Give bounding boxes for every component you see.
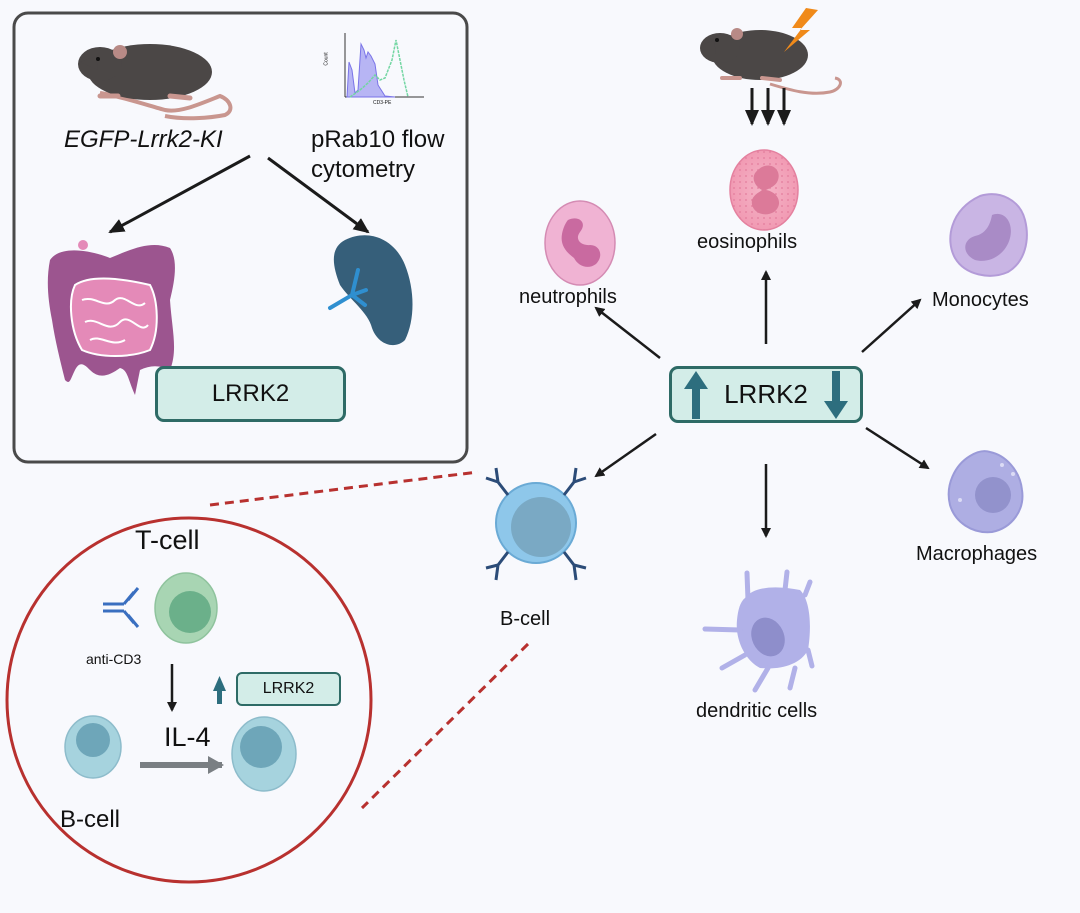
lrrk2-box-panel: LRRK2 xyxy=(155,366,346,422)
mouse-genotype-label: EGFP-Lrrk2-KI xyxy=(64,126,223,153)
inset-bcell-naive-icon xyxy=(64,715,122,779)
arrow-to-spleen xyxy=(267,156,370,234)
flow-label-line2: cytometry xyxy=(311,156,416,183)
mouse-lightning-icon xyxy=(700,8,842,95)
macrophage-icon xyxy=(947,450,1024,534)
histogram-ylabel: Count xyxy=(323,52,330,66)
flow-histogram xyxy=(344,33,424,98)
cell-label-monocytes: Monocytes xyxy=(932,289,1029,311)
spleen-icon xyxy=(328,235,413,346)
lrrk2-box-panel-label: LRRK2 xyxy=(211,380,290,407)
inset-anti-cd3-label: anti-CD3 xyxy=(86,651,142,667)
zoom-line-top xyxy=(209,470,479,507)
histogram-xlabel: CD3-PE xyxy=(373,100,392,106)
inset-bcell-activated-icon xyxy=(231,716,297,792)
eosinophil-icon xyxy=(729,149,799,231)
triple-down-arrows xyxy=(745,88,791,126)
lrrk2-hub-box: LRRK2 xyxy=(669,366,863,423)
neutrophil-icon xyxy=(544,200,616,286)
arrow-to-neutrophils xyxy=(594,306,661,359)
inset-il4-label: IL-4 xyxy=(164,722,211,752)
tcell-icon xyxy=(154,572,218,644)
cell-label-eosinophils: eosinophils xyxy=(697,231,798,253)
arrow-to-intestine xyxy=(108,154,251,234)
arrow-to-monocytes xyxy=(861,298,922,353)
lrrk2-hub-label: LRRK2 xyxy=(724,379,808,409)
inset-bcell-label: B-cell xyxy=(60,806,121,833)
zoom-line-bottom xyxy=(360,642,530,810)
cell-label-dendritic: dendritic cells xyxy=(696,700,818,722)
antibody-icon xyxy=(103,587,140,628)
arrow-to-macrophages xyxy=(865,426,930,470)
lrrk2-box-inset: LRRK2 xyxy=(236,672,341,706)
mouse-icon xyxy=(78,44,233,121)
cell-label-bcell: B-cell xyxy=(500,608,551,630)
intestine-icon xyxy=(47,240,175,395)
arrow-to-bcell xyxy=(594,432,657,478)
flow-label-line1: pRab10 flow xyxy=(311,126,445,153)
dendritic-cell-icon xyxy=(702,569,815,693)
lrrk2-box-inset-label: LRRK2 xyxy=(262,680,315,697)
down-arrow-icon xyxy=(823,370,848,419)
monocyte-icon xyxy=(949,193,1028,277)
up-arrow-icon xyxy=(213,676,226,704)
cell-label-neutrophils: neutrophils xyxy=(519,286,617,308)
bcell-icon xyxy=(485,467,587,581)
inset-tcell-label: T-cell xyxy=(135,525,200,555)
cell-label-macrophages: Macrophages xyxy=(916,543,1038,565)
up-arrow-icon xyxy=(684,370,708,419)
inset-circle xyxy=(5,516,373,884)
